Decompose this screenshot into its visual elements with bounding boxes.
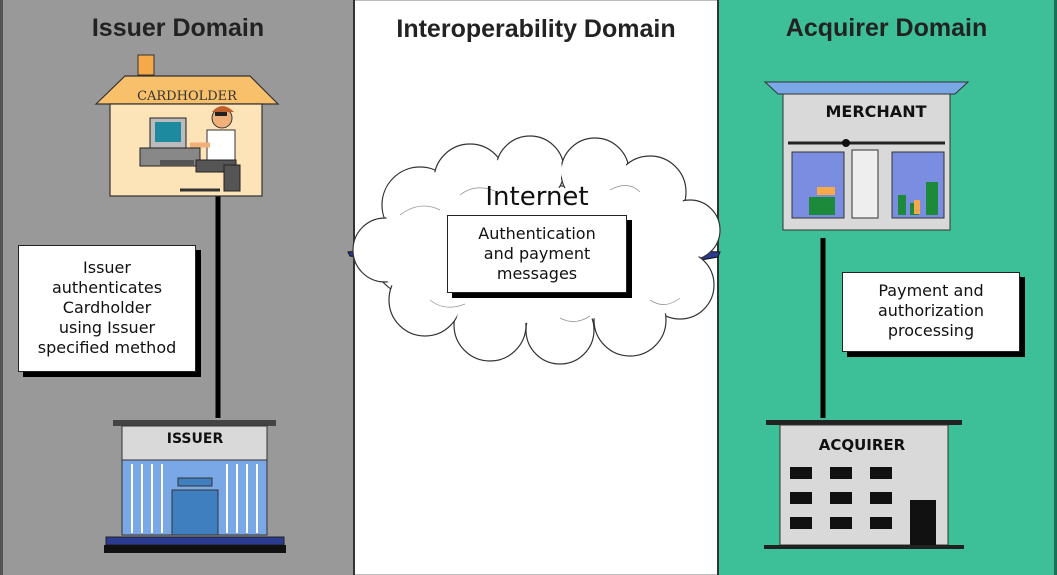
- note-line: messages: [496, 264, 578, 283]
- cardholder-label: CARDHOLDER: [137, 89, 238, 104]
- authentication-messages-note: Authentication and payment messages: [447, 215, 627, 293]
- note-line: and payment: [483, 244, 591, 263]
- payment-processing-note: Payment and authorization processing: [842, 272, 1020, 352]
- acquirer-domain-title: Acquirer Domain: [785, 14, 988, 42]
- note-line: Issuer: [83, 258, 131, 277]
- issuer-label: ISSUER: [167, 431, 224, 447]
- note-line: specified method: [37, 338, 177, 357]
- note-line: processing: [887, 321, 975, 340]
- note-line: authorization: [877, 301, 985, 320]
- note-line: Payment and: [878, 281, 984, 300]
- note-line: using Issuer: [58, 318, 156, 337]
- office-building-icon: [764, 420, 964, 549]
- house-icon: [94, 54, 280, 197]
- note-line: Cardholder: [62, 298, 152, 317]
- bank-building-icon: [104, 420, 286, 553]
- store-icon: [763, 81, 970, 231]
- merchant-label: MERCHANT: [826, 102, 927, 121]
- computer-user-icon: [139, 106, 241, 192]
- internet-label: Internet: [485, 182, 588, 212]
- issuer-authentication-note: Issuer authenticates Cardholder using Is…: [18, 245, 196, 372]
- interoperability-domain-title: Interoperability Domain: [396, 15, 676, 43]
- note-line: Authentication: [478, 224, 596, 243]
- note-line: authenticates: [51, 278, 163, 297]
- acquirer-label: ACQUIRER: [819, 436, 906, 454]
- issuer-domain-title: Issuer Domain: [91, 14, 265, 42]
